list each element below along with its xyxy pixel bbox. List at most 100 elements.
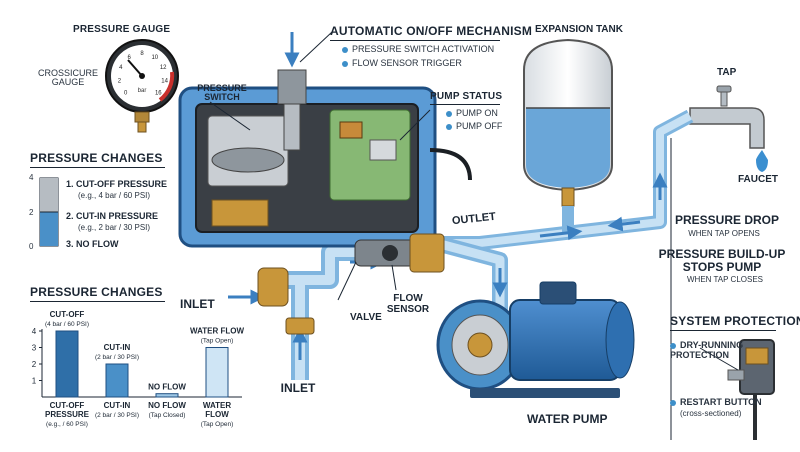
top-item-3-title: 3. NO FLOW xyxy=(66,239,119,249)
chart-bar xyxy=(105,363,129,398)
faucet-tap xyxy=(689,85,768,172)
pressure-switch-stem xyxy=(277,69,307,105)
terminal-box xyxy=(539,281,577,305)
motor-end-cap xyxy=(605,301,635,379)
chart-y-tick-label: 2 xyxy=(32,360,37,369)
mechanism-rule xyxy=(330,40,500,41)
chart-bar-top-label: NO FLOW xyxy=(148,383,186,392)
return-flow-arrow xyxy=(607,216,641,232)
control-box xyxy=(178,69,472,248)
faucet-label: FAUCET xyxy=(738,174,778,185)
chart-title-rule xyxy=(30,301,165,302)
valve-flow-sensor xyxy=(354,233,445,273)
gauge-needle xyxy=(127,59,143,77)
chart-y-tick-label: 3 xyxy=(32,344,37,353)
gauge-number: 12 xyxy=(160,65,167,71)
expansion-tank xyxy=(523,38,613,207)
restart-knob xyxy=(727,369,745,381)
valve-label: VALVE xyxy=(350,312,382,323)
top-item-2-sub: (e.g., 2 bar / 30 PSI) xyxy=(78,223,151,232)
flow-arrows xyxy=(228,32,668,360)
pressure-changes-top-title: PRESSURE CHANGES xyxy=(30,151,163,165)
gauge-number: 6 xyxy=(128,55,132,61)
pressure-buildup-sub: WHEN TAP CLOSES xyxy=(686,275,764,284)
top-axis-tick-2: 2 xyxy=(29,208,34,217)
mechanism-bullet-2: FLOW SENSOR TRIGGER xyxy=(342,58,462,68)
chart-bar xyxy=(205,347,229,398)
gauge-number: 16 xyxy=(155,90,162,96)
side-inlet-union xyxy=(257,267,289,307)
chart-bar xyxy=(155,393,179,398)
outlet-flow-arrow xyxy=(539,225,583,241)
pressure-drop-title: PRESSURE DROP xyxy=(674,213,780,227)
power-cable xyxy=(429,148,472,181)
system-protection-rule xyxy=(670,330,776,331)
contact-block xyxy=(211,199,269,227)
gauge-title: PRESSURE GAUGE xyxy=(73,24,171,35)
pressure-drop-sub: WHEN TAP OPENS xyxy=(688,229,760,238)
gauge-side-label: CROSSICURE GAUGE xyxy=(37,68,99,88)
mechanism-bullet-1: PRESSURE SWITCH ACTIVATION xyxy=(342,44,494,54)
chart-bar-bottom-sub: (Tap Open) xyxy=(201,421,234,428)
tap-label: TAP xyxy=(717,67,737,78)
pressure-changes-top-bar xyxy=(39,177,59,247)
pressure-switch-label: PRESSURE SWITCH xyxy=(197,83,247,103)
flow-sensor-label: FLOW SENSOR xyxy=(386,293,430,315)
restart-button-label: RESTART BUTTON xyxy=(670,397,762,407)
chart-y-tick-label: 4 xyxy=(32,327,37,336)
pump-status-on: PUMP ON xyxy=(446,108,498,118)
bottom-inlet-union xyxy=(285,317,315,335)
top-axis-tick-4: 4 xyxy=(29,173,34,182)
adjustment-spring xyxy=(283,103,301,151)
chart-bar-top-sub: (4 bar / 60 PSI) xyxy=(45,321,89,328)
gauge-number: 8 xyxy=(140,51,144,57)
chart-bar-bottom-label: NO FLOW xyxy=(148,401,186,410)
gauge-hub xyxy=(139,73,145,79)
pump-status-title: PUMP STATUS xyxy=(430,91,503,102)
pump-base xyxy=(470,388,620,398)
chart-bar-top-label: WATER FLOW xyxy=(190,327,245,336)
gauge-number: 10 xyxy=(151,55,158,61)
chart-bar-top-sub: (2 bar / 30 PSI) xyxy=(95,354,139,361)
pump-status-rule xyxy=(430,104,500,105)
chart-y-tick-label: 1 xyxy=(32,377,37,386)
top-item-1-title: 1. CUT-OFF PRESSURE xyxy=(66,179,168,189)
chart-bar-bottom-label: CUT-IN xyxy=(104,401,131,410)
top-item-2-title: 2. CUT-IN PRESSURE xyxy=(66,211,159,221)
water-pump-label: WATER PUMP xyxy=(527,412,608,426)
mechanism-title: AUTOMATIC ON/OFF MECHANISM xyxy=(330,24,533,38)
cut-in-zone xyxy=(40,212,58,246)
protection-device xyxy=(727,339,775,440)
impeller xyxy=(467,332,493,358)
water-drop xyxy=(756,150,768,172)
chart-bar-top-label: CUT-OFF xyxy=(50,310,85,319)
chart-bar-top-label: CUT-IN xyxy=(104,343,131,352)
gauge-number: 4 xyxy=(119,65,123,71)
chart-bar-bottom-sub: (e.g., / 60 PSI) xyxy=(46,421,88,428)
gauge-unit-text: bar xyxy=(138,88,147,94)
pump-status-off: PUMP OFF xyxy=(446,121,502,131)
chart-bar xyxy=(55,330,79,398)
cut-off-zone xyxy=(40,178,58,212)
dry-running-label: DRY-RUNNING PROTECTION xyxy=(670,340,744,361)
system-protection-title: SYSTEM PROTECTION xyxy=(670,314,800,328)
tank-water xyxy=(526,108,610,188)
top-item-1-sub: (e.g., 4 bar / 60 PSI) xyxy=(78,191,151,200)
pressure-changes-top-rule xyxy=(30,167,165,168)
chart-bar-bottom-sub: (2 bar / 30 PSI) xyxy=(95,412,139,419)
inlet-side-label: INLET xyxy=(180,297,215,311)
chart-bar-top-sub: (Tap Open) xyxy=(201,338,234,345)
tank-brass-fitting xyxy=(561,187,575,207)
diaphragm xyxy=(211,147,285,173)
chart-title: PRESSURE CHANGES xyxy=(30,285,163,299)
gauge-number: 0 xyxy=(124,90,128,96)
gauge-brass-stem xyxy=(134,111,150,123)
inlet-bottom-label: INLET xyxy=(280,381,316,395)
